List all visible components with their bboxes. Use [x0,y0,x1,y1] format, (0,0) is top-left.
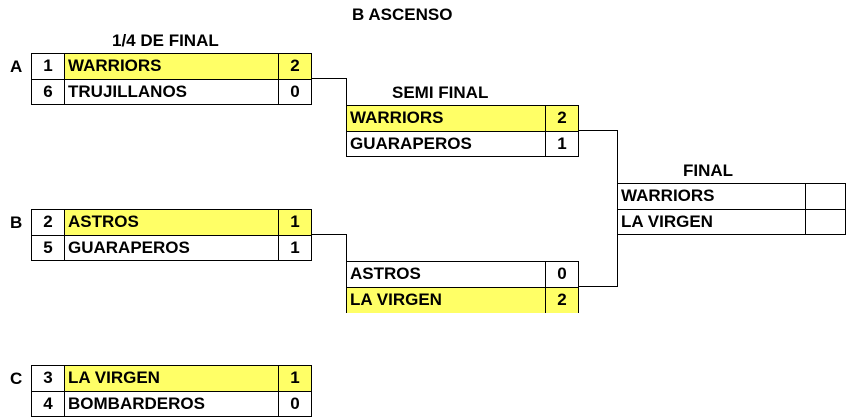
connector-line [346,234,347,262]
quarterfinal-b: 2 ASTROS 1 5 GUARAPEROS 1 [31,209,312,261]
seed-cell: 3 [43,368,53,387]
score-cell: 0 [278,79,311,105]
team-cell: BOMBARDEROS [64,391,278,417]
semifinal-2: ASTROS 0 LA VIRGEN 2 [346,261,579,313]
group-label-c: C [10,369,23,388]
group-label-a: A [10,57,23,76]
quarterfinal-a: 1 WARRIORS 2 6 TRUJILLANOS 0 [31,53,312,105]
score-cell: 2 [545,106,578,132]
final-match: WARRIORS LA VIRGEN [617,183,846,235]
score-cell: 0 [278,391,311,417]
connector-line [312,234,347,235]
team-cell: ASTROS [350,264,421,283]
team-cell: LA VIRGEN [64,366,278,392]
bracket-title: B ASCENSO [352,5,453,24]
seed-cell: 6 [32,79,64,105]
final-header: FINAL [683,161,734,180]
quarterfinal-header: 1/4 DE FINAL [112,31,219,50]
team-cell: WARRIORS [64,54,278,80]
score-cell: 2 [545,287,578,313]
score-cell: 1 [278,235,311,261]
connector-line [579,286,618,287]
semifinal-header: SEMI FINAL [392,83,489,102]
score-cell: 1 [278,366,311,392]
team-cell: GUARAPEROS [347,131,545,157]
team-cell: ASTROS [64,210,278,236]
score-cell [805,209,845,235]
team-cell: TRUJILLANOS [64,79,278,105]
connector-line [617,130,618,287]
score-cell: 1 [278,210,311,236]
team-cell: WARRIORS [347,106,545,132]
group-label-b: B [10,213,23,232]
connector-line [346,78,347,106]
seed-cell: 1 [43,56,53,75]
team-cell: GUARAPEROS [64,235,278,261]
connector-line [312,78,347,79]
seed-cell: 4 [32,391,64,417]
connector-line [579,130,618,131]
score-cell: 0 [545,262,578,288]
seed-cell: 2 [43,212,53,231]
score-cell: 2 [278,54,311,80]
semifinal-1: WARRIORS 2 GUARAPEROS 1 [346,105,579,157]
team-cell: LA VIRGEN [347,287,545,313]
quarterfinal-c: 3 LA VIRGEN 1 4 BOMBARDEROS 0 [31,365,312,417]
score-cell: 1 [545,131,578,157]
score-cell [805,184,845,210]
team-cell: WARRIORS [621,186,715,205]
team-cell: LA VIRGEN [618,209,805,235]
seed-cell: 5 [32,235,64,261]
